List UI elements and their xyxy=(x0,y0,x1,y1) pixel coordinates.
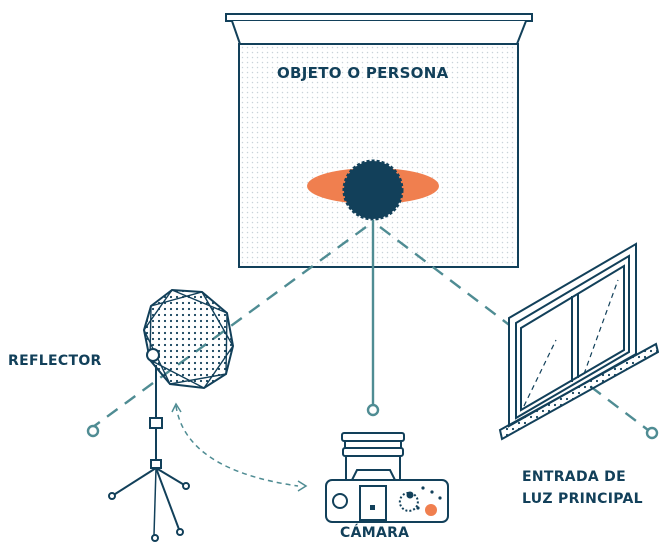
reflector-label: REFLECTOR xyxy=(8,353,102,369)
camera-label: CÁMARA xyxy=(340,525,410,541)
subject-head-icon xyxy=(307,159,439,221)
move-arrow-curve xyxy=(175,405,299,487)
backdrop-icon xyxy=(225,13,533,268)
reflector-bounce-line xyxy=(92,226,367,428)
move-arrow-head-top xyxy=(171,402,182,413)
reflector-end-marker xyxy=(86,424,100,438)
main-light-label: ENTRADA DE LUZ PRINCIPAL xyxy=(522,466,643,510)
main-light-end-marker xyxy=(645,426,659,440)
main-light-label-line1: ENTRADA DE xyxy=(522,469,626,485)
softbox-reflector-icon xyxy=(108,288,235,542)
main-light-label-line2: LUZ PRINCIPAL xyxy=(522,491,643,507)
subject-label: OBJETO O PERSONA xyxy=(277,64,449,82)
move-arrow-head-right xyxy=(297,480,308,492)
window-icon xyxy=(498,242,659,441)
light-lines xyxy=(86,220,659,492)
camera-icon xyxy=(325,432,449,523)
camera-end-marker xyxy=(366,403,380,417)
main-light-line xyxy=(379,226,649,431)
